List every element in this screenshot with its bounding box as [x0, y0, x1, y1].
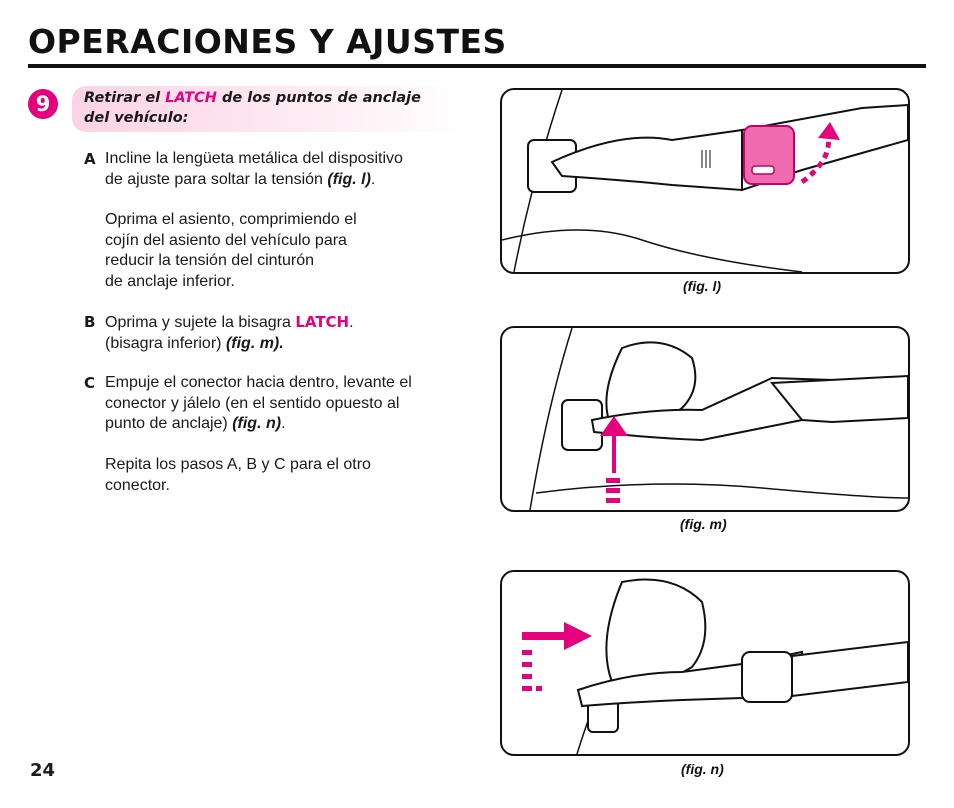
push-arrow [600, 416, 628, 473]
step-letter-a: A [84, 150, 96, 168]
figure-n-caption: (fig. n) [681, 761, 724, 777]
instruction-a-line1: Incline la lengüeta metálica del disposi… [105, 150, 403, 167]
step-letter-b: B [84, 313, 96, 331]
figure-n [500, 570, 910, 756]
figure-m-illustration [529, 328, 908, 510]
instruction-a-para2: Oprima el asiento, comprimiendo el cojín… [105, 211, 357, 290]
step-heading-latch: LATCH [165, 90, 217, 106]
adjuster-tongue [743, 125, 795, 185]
fig-ref-m: (fig. m). [225, 334, 284, 352]
step-letter-c: C [84, 374, 96, 392]
fig-ref-l: (fig. l) [327, 170, 371, 188]
instruction-b: Oprima y sujete la bisagra LATCH. (bisag… [105, 312, 475, 354]
instruction-b-line2: (bisagra inferior) (fig. m). [105, 334, 284, 352]
figure-l [500, 88, 910, 274]
hand [605, 578, 707, 686]
instruction-a-line2: de ajuste para soltar la tensión (fig. l… [105, 170, 376, 188]
fig-ref-n: (fig. n) [232, 415, 282, 432]
step-heading: Retirar el LATCH de los puntos de anclaj… [84, 88, 454, 128]
figure-m-caption: (fig. m) [680, 516, 727, 532]
figure-n-illustration [522, 578, 908, 754]
instruction-a: Incline la lengüeta metálica del disposi… [105, 149, 475, 190]
figure-m [500, 326, 910, 512]
title-rule [28, 64, 926, 68]
step-heading-line2: del vehículo: [84, 110, 189, 126]
page-title: OPERACIONES Y AJUSTES [28, 22, 507, 61]
figure-l-caption: (fig. l) [683, 278, 722, 294]
pull-arrow [522, 622, 592, 650]
latch-label: LATCH [295, 313, 350, 331]
instruction-c-para2: Repita los pasos A, B y C para el otro c… [105, 456, 371, 494]
tilt-arrow [800, 135, 831, 185]
step-banner [72, 86, 466, 132]
step-heading-post: de los puntos de anclaje [216, 90, 421, 106]
step-heading-pre: Retirar el [84, 90, 166, 106]
figure-l-illustration [502, 90, 908, 272]
instruction-b-line1: Oprima y sujete la bisagra LATCH. [105, 313, 354, 331]
step-number-badge: 9 [28, 89, 58, 119]
page-number: 24 [30, 760, 56, 781]
instruction-c: Empuje el conector hacia dentro, levante… [105, 374, 412, 432]
hand [605, 341, 697, 432]
